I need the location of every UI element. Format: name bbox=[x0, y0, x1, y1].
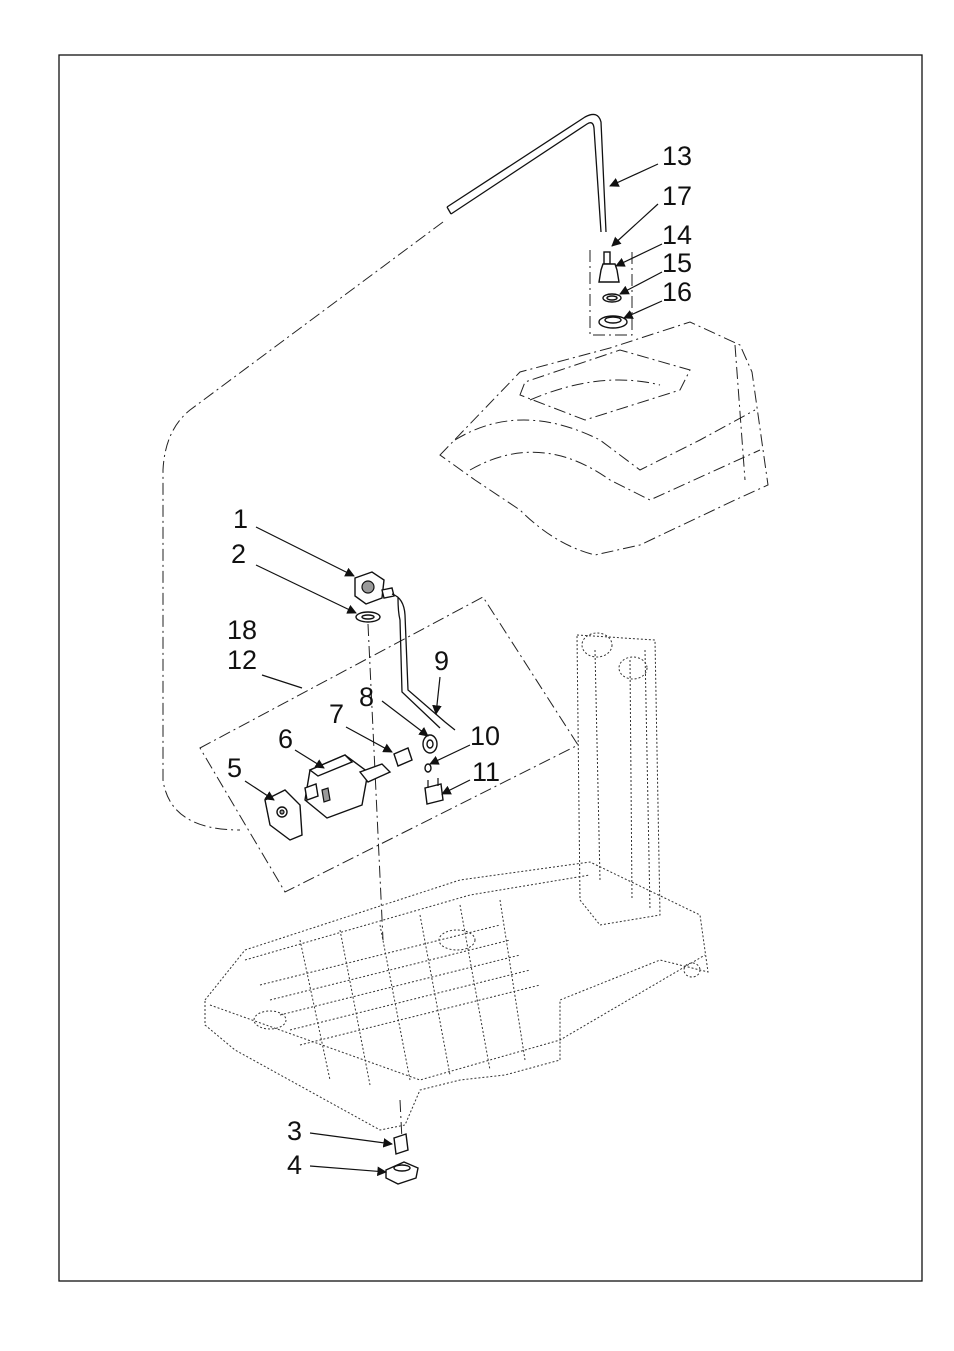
callout-14: 14 bbox=[662, 220, 692, 250]
connector-17 bbox=[604, 252, 610, 264]
callout-16: 16 bbox=[662, 277, 692, 307]
callout-10: 10 bbox=[470, 721, 500, 751]
routing-line bbox=[163, 222, 443, 830]
leader-lines bbox=[245, 164, 662, 1172]
callout-11: 11 bbox=[472, 757, 500, 787]
drain-axis bbox=[400, 1100, 402, 1140]
drawing-frame bbox=[59, 55, 922, 1281]
callout-17: 17 bbox=[662, 181, 692, 211]
callout-18: 18 bbox=[227, 615, 257, 645]
washer-2 bbox=[356, 612, 380, 622]
base-frame bbox=[205, 633, 708, 1130]
tube-13 bbox=[447, 114, 606, 232]
callout-4: 4 bbox=[287, 1150, 302, 1180]
callout-2: 2 bbox=[231, 539, 246, 569]
seal-15 bbox=[603, 294, 621, 302]
callout-15: 15 bbox=[662, 248, 692, 278]
callout-9: 9 bbox=[434, 646, 449, 676]
callout-1: 1 bbox=[233, 504, 248, 534]
callout-5: 5 bbox=[227, 753, 242, 783]
connector-10 bbox=[425, 764, 431, 772]
fitting-3 bbox=[394, 1134, 408, 1154]
cap-16 bbox=[599, 316, 627, 328]
water-tank bbox=[440, 322, 768, 555]
fitting-7 bbox=[394, 748, 412, 766]
callout-6: 6 bbox=[278, 724, 293, 754]
callout-13: 13 bbox=[662, 141, 692, 171]
nut-4 bbox=[386, 1162, 418, 1184]
callout-3: 3 bbox=[287, 1116, 302, 1146]
callout-7: 7 bbox=[329, 699, 344, 729]
clip-11 bbox=[425, 778, 443, 804]
valve-1 bbox=[355, 572, 394, 604]
callout-labels: 1 2 18 12 9 8 7 10 6 5 11 3 4 13 17 14 1… bbox=[227, 141, 692, 1180]
nut-8 bbox=[423, 735, 437, 753]
nozzle-14 bbox=[599, 264, 619, 282]
callout-8: 8 bbox=[359, 682, 374, 712]
mount-axis bbox=[368, 624, 383, 940]
callout-12: 12 bbox=[227, 645, 257, 675]
